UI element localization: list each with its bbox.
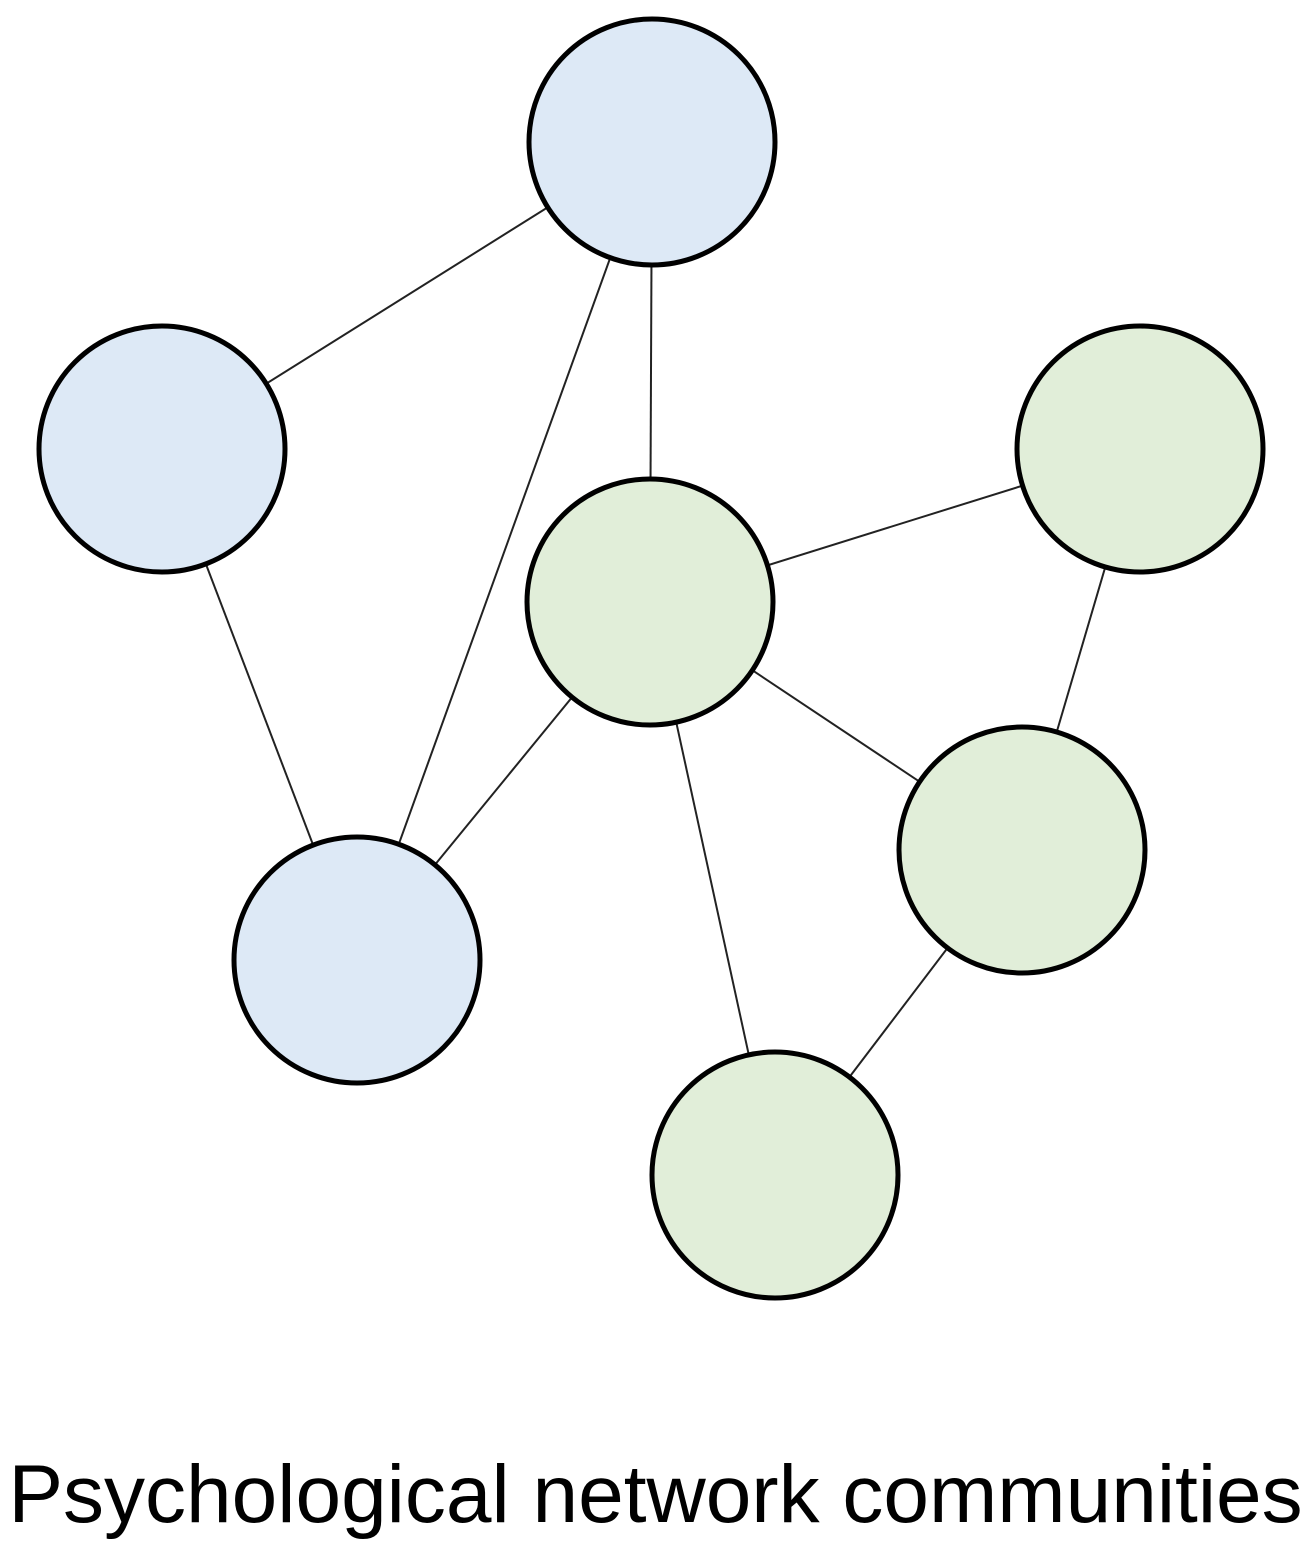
node-n5: [1014, 323, 1266, 575]
node-n7: [649, 1049, 901, 1301]
node-n2: [36, 323, 288, 575]
node-n6: [896, 724, 1148, 976]
node-n1: [526, 16, 778, 268]
nodes-layer: [36, 16, 1266, 1301]
diagram-caption: Psychological network communities: [8, 1449, 1303, 1540]
edge-n1-n3: [356, 141, 653, 961]
node-n4: [524, 476, 776, 728]
node-n3: [231, 834, 483, 1086]
